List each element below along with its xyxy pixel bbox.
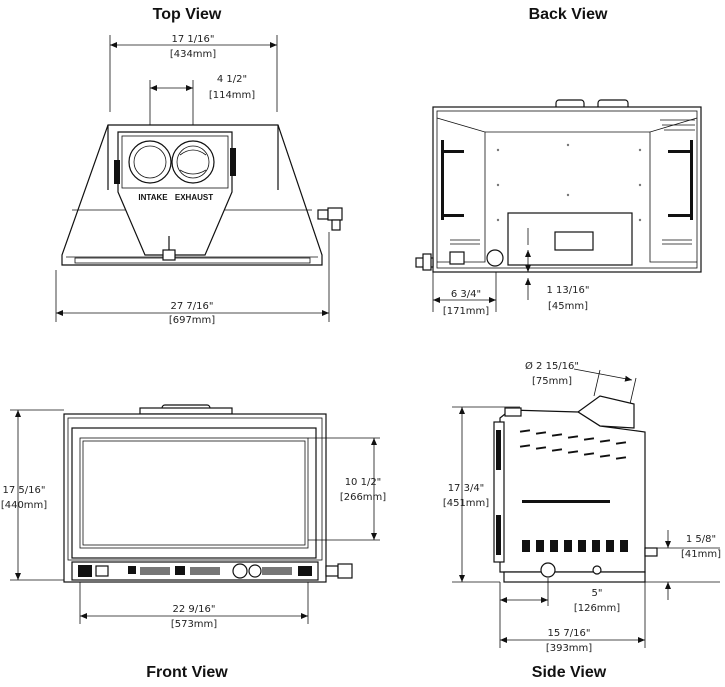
front-view: Front View 17 5/16" [440mm] — [1, 404, 386, 681]
side-height-mm: [451mm] — [443, 498, 489, 509]
side-depth-inches: 15 7/16" — [548, 628, 591, 639]
intake-label: INTAKE — [138, 193, 168, 202]
top-view: Top View 17 1/16" [434mm] 4 1/2" [114mm] — [55, 6, 343, 326]
back-view: Back View — [415, 6, 702, 317]
side-view-title: Side View — [532, 664, 607, 681]
top-view-title: Top View — [153, 6, 222, 23]
glass-panel — [79, 437, 309, 549]
back-view-title: Back View — [529, 6, 608, 23]
back-height-inches: 1 13/16" — [547, 285, 590, 296]
top-view-fireplace-body: INTAKE EXHAUST — [61, 124, 343, 266]
front-view-title: Front View — [146, 664, 228, 681]
side-standoff-inches: 1 5/8" — [686, 534, 716, 545]
front-height-mm: [440mm] — [1, 500, 47, 511]
side-height-inches: 17 3/4" — [448, 483, 485, 494]
back-offset-inches: 6 3/4" — [451, 289, 481, 300]
top-spacing-mm: [114mm] — [209, 90, 255, 101]
exhaust-label: EXHAUST — [175, 193, 213, 202]
back-view-fireplace-body — [415, 99, 702, 273]
side-diameter-inches: Ø 2 15/16" — [525, 360, 579, 372]
top-width-inches: 17 1/16" — [172, 34, 215, 45]
front-view-fireplace-body — [63, 404, 353, 583]
top-overall-mm: [697mm] — [169, 315, 215, 326]
side-depth-mm: [393mm] — [546, 643, 592, 654]
side-standoff-mm: [41mm] — [681, 549, 721, 560]
gas-connection — [317, 207, 343, 231]
back-height-mm: [45mm] — [548, 301, 588, 312]
front-height-inches: 17 5/16" — [3, 485, 46, 496]
front-glass-mm: [266mm] — [340, 492, 386, 503]
side-collar-mm: [126mm] — [574, 603, 620, 614]
exhaust-pipe — [171, 140, 215, 184]
side-view-fireplace-body — [493, 395, 658, 583]
back-offset-mm: [171mm] — [443, 306, 489, 317]
front-width-mm: [573mm] — [171, 619, 217, 630]
front-width-inches: 22 9/16" — [173, 604, 216, 615]
top-overall-inches: 27 7/16" — [171, 301, 214, 312]
front-glass-inches: 10 1/2" — [345, 477, 382, 488]
side-view: Side View Ø 2 15/16" [75mm] 17 3/4" [451… — [443, 360, 721, 681]
top-width-mm: [434mm] — [170, 49, 216, 60]
side-diameter-mm: [75mm] — [532, 376, 572, 387]
intake-pipe — [128, 140, 172, 184]
top-spacing-inches: 4 1/2" — [217, 74, 247, 85]
side-collar-inches: 5" — [592, 588, 603, 599]
